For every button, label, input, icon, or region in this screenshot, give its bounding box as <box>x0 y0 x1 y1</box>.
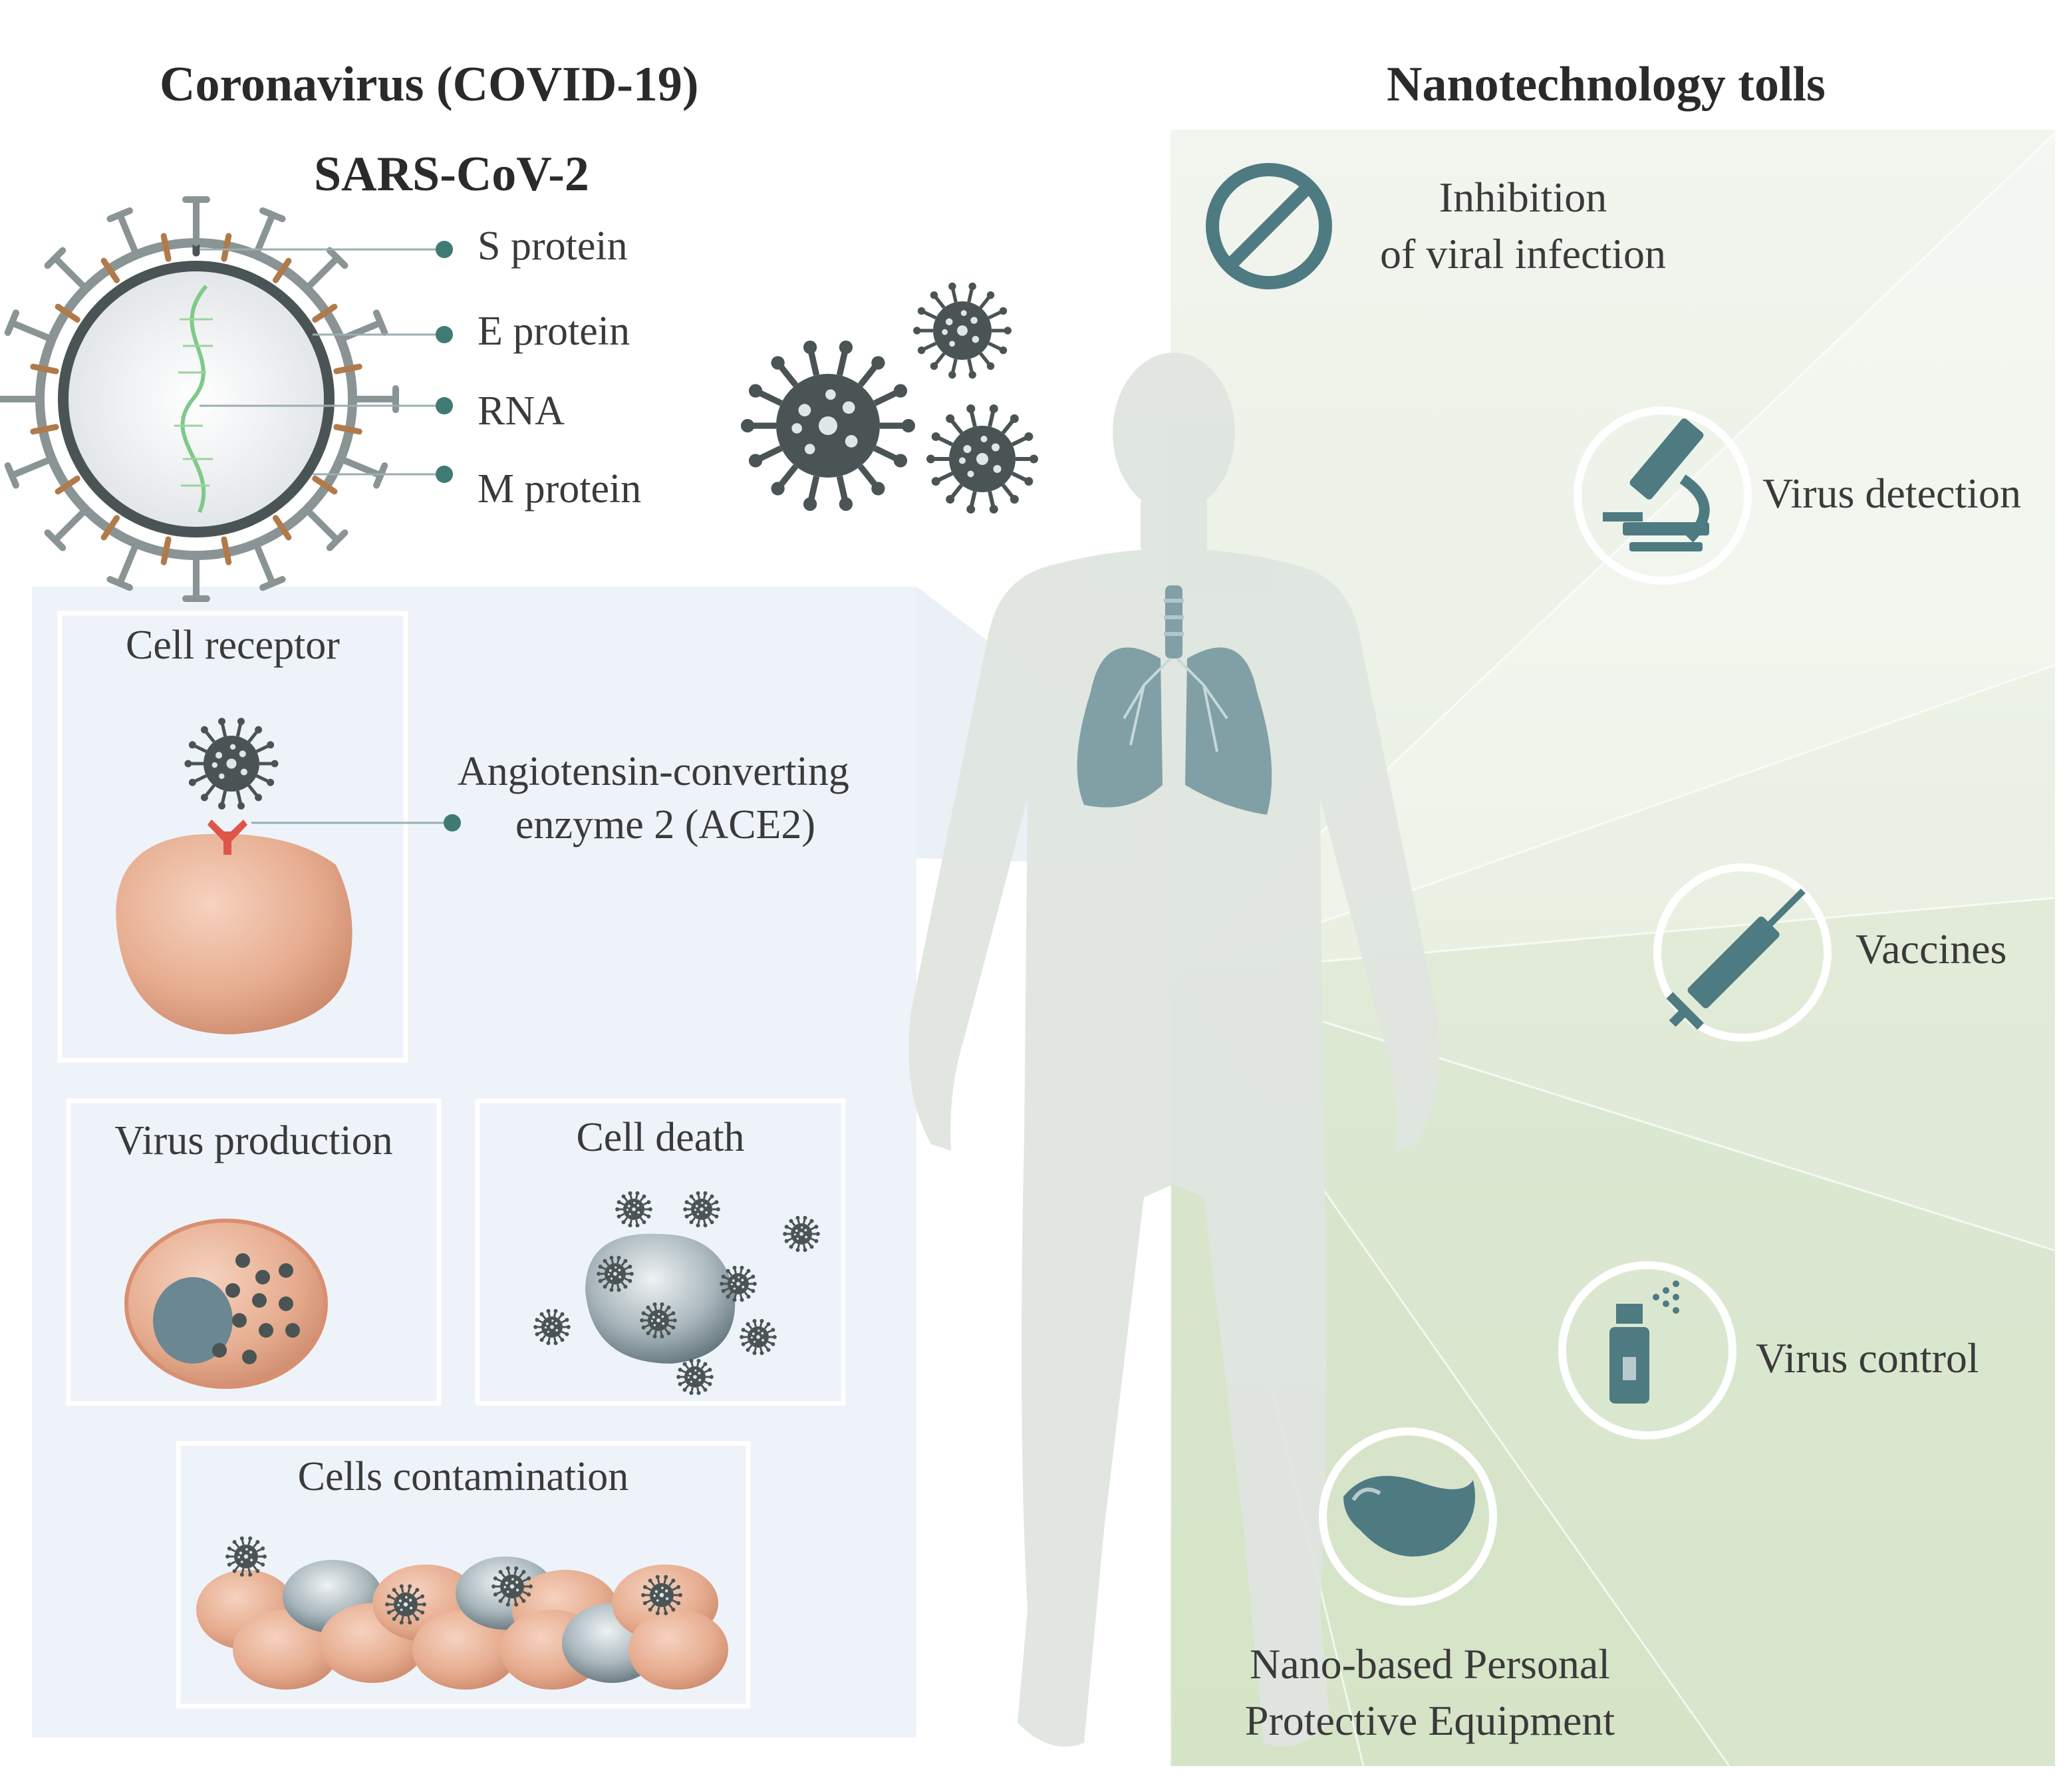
virus-small-bottom <box>926 404 1038 514</box>
virus-control-label: Virus control <box>1756 1334 1979 1382</box>
microscope-icon <box>1574 406 1752 585</box>
e-protein-label: E protein <box>478 309 630 354</box>
virus-death-2 <box>783 1215 820 1253</box>
lungs-illustration <box>1077 585 1272 815</box>
left-title: Coronavirus (COVID-19) <box>160 57 699 112</box>
human-silhouette <box>908 353 1439 1747</box>
virus-death-1 <box>683 1191 720 1228</box>
virus-detection-label: Virus detection <box>1762 470 2021 517</box>
spray-bottle-icon <box>1558 1261 1736 1439</box>
virus-part-leaders <box>200 248 442 476</box>
virus-death-3 <box>533 1308 571 1346</box>
right-title: Nanotechnology tolls <box>1387 57 1826 112</box>
virus-production-label: Virus production <box>114 1118 393 1163</box>
syringe-icon <box>1653 863 1832 1042</box>
ace2-label-line2: enzyme 2 (ACE2) <box>515 802 816 847</box>
virus-contam-2 <box>491 1566 533 1607</box>
rna-label: RNA <box>478 388 565 434</box>
m-protein-label: M protein <box>478 466 642 512</box>
cell-receptor-illustration <box>116 814 461 1034</box>
vaccines-label: Vaccines <box>1856 925 2007 972</box>
virus-contam-3 <box>641 1574 682 1616</box>
floating-viruses <box>184 282 1038 810</box>
virus-death-4 <box>597 1255 634 1292</box>
contamination-viruses <box>225 1536 682 1625</box>
cell-death-label: Cell death <box>576 1115 745 1160</box>
prohibition-icon <box>1206 163 1332 289</box>
cells-contamination-label: Cells contamination <box>297 1454 629 1499</box>
virus-death-5 <box>720 1265 757 1302</box>
face-mask-icon <box>1319 1427 1497 1606</box>
virus-part-dots <box>436 241 453 483</box>
cell-death-illustration <box>585 1233 736 1364</box>
coronavirus-structure <box>0 196 399 602</box>
virus-death-7 <box>740 1318 777 1356</box>
virus-death-8 <box>676 1358 714 1396</box>
left-subtitle: SARS-CoV-2 <box>314 147 589 202</box>
virus-small-top <box>913 282 1012 379</box>
cell-death-viruses <box>533 1191 820 1396</box>
ppe-label-line1: Nano-based Personal <box>1249 1640 1611 1688</box>
cell-receptor-label: Cell receptor <box>126 623 340 668</box>
s-protein-label: S protein <box>478 224 628 269</box>
virus-large <box>740 340 916 512</box>
inhibition-label-line2: of viral infection <box>1379 230 1667 277</box>
stage-boxes <box>57 611 846 1709</box>
virus-on-receptor <box>184 718 279 810</box>
inhibition-label-line1: Inhibition <box>1439 174 1607 221</box>
virus-contam-0 <box>225 1536 267 1577</box>
virus-contam-1 <box>385 1584 426 1625</box>
ppe-label-line2: Protective Equipment <box>1244 1697 1615 1744</box>
virus-death-6 <box>640 1302 677 1339</box>
virus-production-illustration <box>124 1219 328 1389</box>
ace2-label-line1: Angiotensin-converting <box>458 749 849 794</box>
virus-death-0 <box>615 1191 652 1228</box>
